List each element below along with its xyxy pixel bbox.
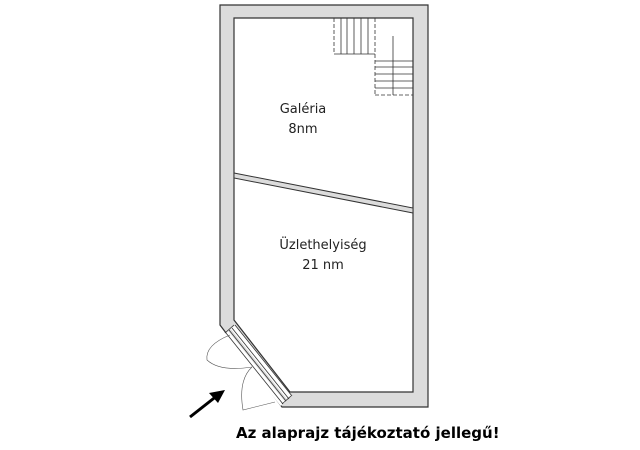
room-area: 8nm — [288, 122, 318, 137]
room-area: 21 nm — [302, 258, 344, 273]
entrance-door — [224, 324, 293, 405]
room-name: Galéria — [279, 102, 327, 117]
room-uzlethelyiseg: Üzlethelyiség 21 nm — [243, 236, 403, 276]
divider-wall — [233, 172, 414, 214]
entrance-arrow-icon — [189, 390, 225, 419]
disclaimer-note: Az alaprajz tájékoztató jellegű! — [236, 424, 500, 442]
outer-wall — [219, 4, 429, 408]
room-galeria: Galéria 8nm — [223, 100, 383, 140]
stairs — [333, 18, 413, 96]
door-swing — [206, 334, 276, 411]
room-name: Üzlethelyiség — [279, 238, 367, 253]
